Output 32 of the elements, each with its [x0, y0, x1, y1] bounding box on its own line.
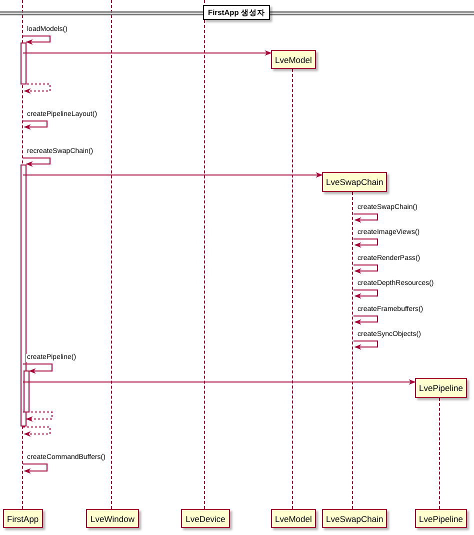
message-arrow — [353, 290, 378, 299]
lifeline — [22, 0, 24, 509]
message-arrow — [353, 214, 378, 223]
participant-box: FirstApp — [3, 509, 43, 528]
participant-box: LveSwapChain — [322, 509, 388, 528]
message-arrow — [22, 158, 50, 167]
participant-box: LveModel — [271, 509, 316, 528]
message-arrow — [353, 340, 378, 350]
participant-box: LveDevice — [181, 509, 230, 528]
return-arrow — [22, 426, 50, 437]
return-arrow — [22, 84, 50, 94]
message-arrow — [22, 364, 52, 374]
message-arrow — [22, 36, 50, 45]
message-arrow — [22, 379, 416, 385]
lifeline — [111, 0, 114, 509]
message-arrow — [22, 172, 323, 178]
message-arrow — [22, 120, 48, 130]
message-arrow — [22, 464, 48, 474]
participant-box: LveModel — [271, 50, 316, 69]
lifeline — [292, 69, 294, 509]
message-arrow — [22, 50, 272, 56]
participant-box: LvePipeline — [415, 378, 467, 398]
participant-box: LveWindow — [86, 509, 139, 528]
participant-box: LveSwapChain — [322, 172, 388, 192]
message-arrow — [353, 264, 378, 274]
lifeline — [439, 398, 442, 509]
return-arrow — [22, 412, 52, 422]
message-arrow — [353, 316, 378, 325]
lifeline — [352, 192, 355, 509]
lifeline — [204, 0, 207, 509]
message-arrow — [353, 238, 378, 248]
participant-box: LvePipeline — [415, 509, 467, 528]
